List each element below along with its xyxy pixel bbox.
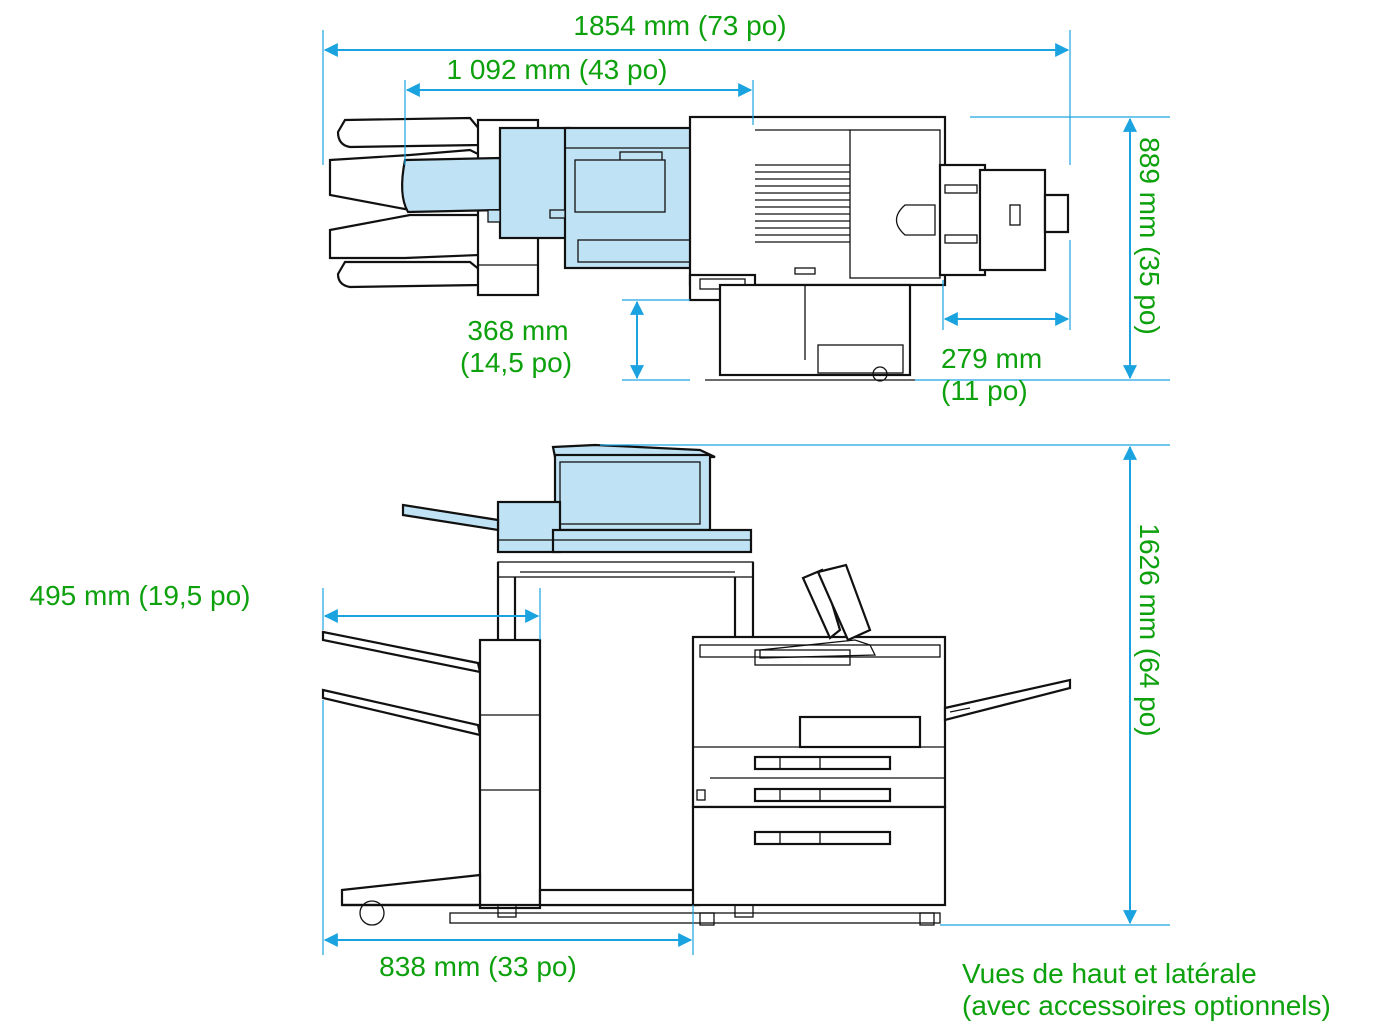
top-view: 1854 mm (73 po) 1 092 mm (43 po) 889 mm … (322, 10, 1170, 406)
label-tray-extension-in: (11 po) (941, 375, 1028, 406)
output-paper-guides-side (759, 563, 877, 659)
printer-stand-top (705, 283, 915, 382)
accessory-unit-side (401, 443, 753, 554)
printer-body-top (688, 115, 947, 302)
label-depth: 889 mm (35 po) (1134, 137, 1165, 335)
label-finisher-to-printer: 1 092 mm (43 po) (447, 54, 668, 85)
label-base-width: 838 mm (33 po) (379, 951, 577, 982)
stacker-side (321, 630, 700, 926)
label-control-panel-in: (14,5 po) (460, 347, 572, 378)
label-overall-length: 1854 mm (73 po) (573, 10, 786, 41)
mounting-frame-side (496, 561, 755, 645)
label-tray-extension-mm: 279 mm (941, 343, 1042, 374)
printer-body-side (691, 635, 947, 907)
caption-line-1: Vues de haut et latérale (962, 958, 1257, 989)
label-height: 1626 mm (64 po) (1134, 523, 1165, 736)
side-view: 1626 mm (64 po) 495 mm (19,5 po) 838 mm … (30, 443, 1170, 982)
caption-line-2: (avec accessoires optionnels) (962, 990, 1331, 1021)
side-input-tray (943, 678, 1072, 722)
label-stacker-width: 495 mm (19,5 po) (30, 580, 251, 611)
label-control-panel-mm: 368 mm (467, 315, 568, 346)
side-tray-top (938, 163, 1070, 277)
